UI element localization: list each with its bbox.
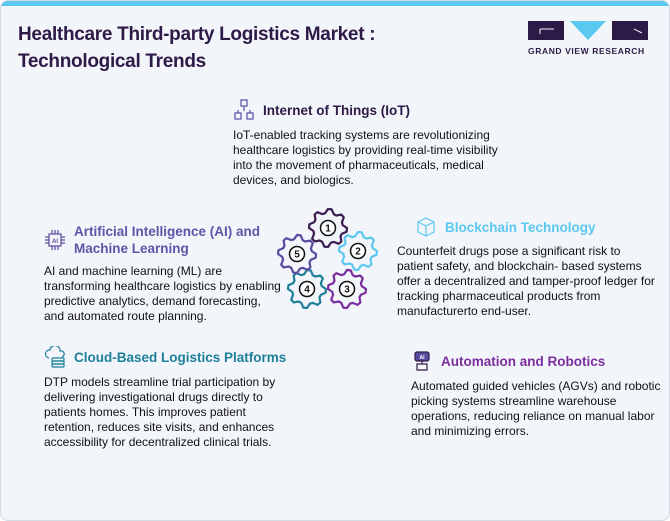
- cloud-heading: Cloud-Based Logistics Platforms: [74, 349, 287, 365]
- gear-number-circle: [288, 245, 306, 263]
- logo-mark-v: [570, 21, 606, 40]
- gear-number: 5: [294, 250, 300, 261]
- cloud-body: DTP models streamline trial participatio…: [44, 375, 276, 449]
- gear-number-circle: [338, 280, 356, 298]
- gear-4: 4: [286, 268, 328, 310]
- gear-number: 4: [304, 285, 310, 296]
- title-line-2: Technological Trends: [18, 51, 206, 72]
- robot-icon: AI: [414, 351, 430, 371]
- blockchain-body: Counterfeit drugs pose a significant ris…: [397, 244, 655, 318]
- gear-2: 2: [337, 230, 379, 272]
- section-iot: Internet of Things (IoT) IoT-enabled tra…: [233, 99, 503, 188]
- robotics-heading: Automation and Robotics: [441, 353, 606, 369]
- gear-1: 1: [307, 207, 349, 249]
- top-accent-bar: [1, 1, 669, 6]
- ai-body: AI and machine learning (ML) are transfo…: [44, 264, 281, 323]
- ai-heading: Artificial Intelligence (AI) and Machine…: [74, 224, 261, 256]
- gear-number: 3: [344, 285, 350, 296]
- section-robotics: AI Automation and Robotics Automated gui…: [411, 350, 661, 439]
- section-ai: AI Artificial Intelligence (AI) and Mach…: [44, 223, 284, 324]
- gear-number-circle: [319, 219, 337, 237]
- logo-mark-r: [612, 21, 648, 40]
- section-blockchain: Blockchain Technology Counterfeit drugs …: [397, 216, 659, 319]
- iot-heading: Internet of Things (IoT): [263, 102, 410, 118]
- page-title: Healthcare Third-party Logistics Market …: [18, 21, 376, 75]
- gear-3: 3: [326, 268, 368, 310]
- svg-text:AI: AI: [420, 355, 426, 361]
- robotics-body: Automated guided vehicles (AGVs) and rob…: [411, 379, 661, 438]
- gear-number: 2: [355, 247, 361, 258]
- cloud-database-icon: [44, 346, 65, 368]
- gear-number-circle: [349, 242, 367, 260]
- ai-chip-icon: AI: [45, 230, 65, 250]
- iot-body: IoT-enabled tracking systems are revolut…: [233, 128, 498, 187]
- gear-number-circle: [298, 280, 316, 298]
- logo-text: GRAND VIEW RESEARCH: [528, 46, 645, 56]
- gear-number: 1: [325, 224, 331, 235]
- title-line-1: Healthcare Third-party Logistics Market …: [18, 24, 376, 45]
- section-cloud: Cloud-Based Logistics Platforms DTP mode…: [44, 346, 294, 450]
- svg-text:AI: AI: [52, 239, 58, 245]
- blockchain-heading: Blockchain Technology: [445, 219, 596, 235]
- logo-mark-g: [528, 21, 564, 40]
- package-box-icon: [417, 217, 435, 237]
- cubes-network-icon: [234, 99, 254, 120]
- grand-view-research-logo: GRAND VIEW RESEARCH: [528, 21, 648, 56]
- gear-5: 5: [276, 233, 318, 275]
